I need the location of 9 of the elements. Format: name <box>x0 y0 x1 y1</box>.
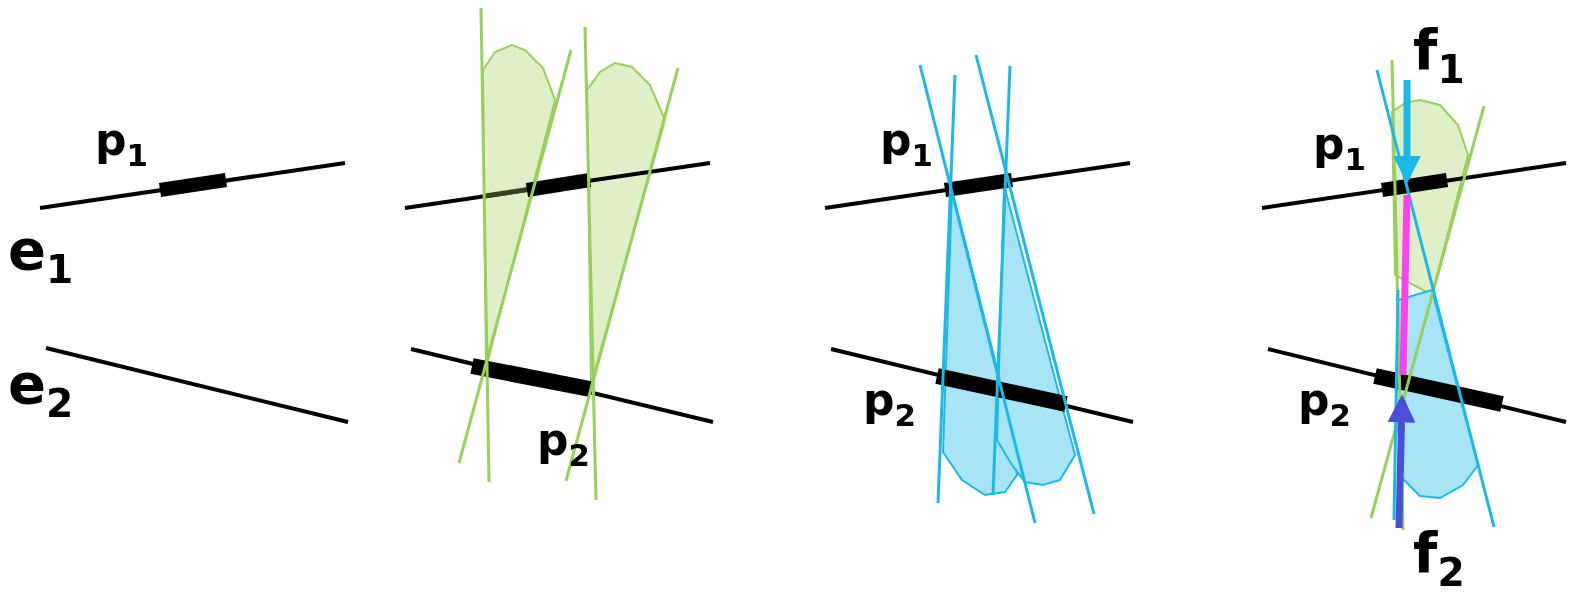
symbol-label: p$_{1}$ <box>1313 122 1366 175</box>
symbol-label: e$_{1}$ <box>8 222 74 289</box>
symbol-label: f$_{2}$ <box>1413 525 1465 592</box>
symbol-label: p$_{2}$ <box>863 378 916 431</box>
symbol-label: f$_{1}$ <box>1413 22 1465 89</box>
symbol-label: p$_{1}$ <box>95 118 148 171</box>
symbol-label: p$_{1}$ <box>880 118 933 171</box>
symbol-label: p$_{2}$ <box>1298 378 1351 431</box>
symbol-label: e$_{2}$ <box>8 356 74 423</box>
